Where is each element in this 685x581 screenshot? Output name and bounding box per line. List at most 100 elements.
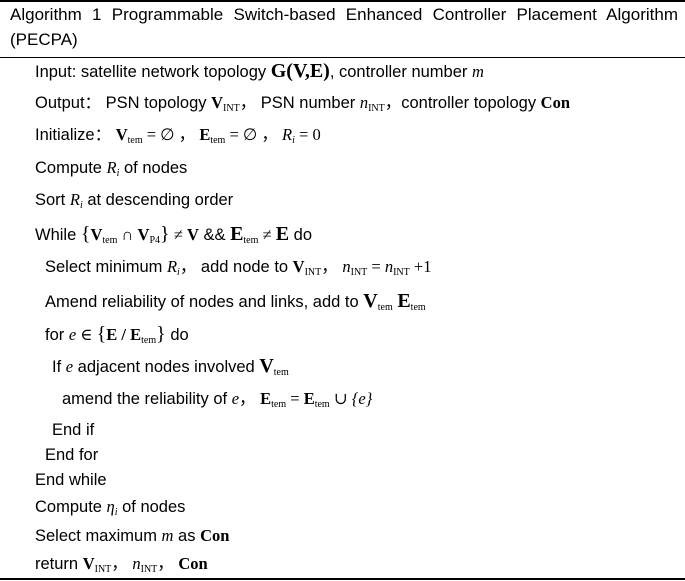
sort-prefix: Sort (35, 191, 70, 209)
init-e: E (199, 125, 211, 144)
amend-e-e2-sub: tem (314, 399, 330, 410)
select-min-n2: n (384, 257, 394, 276)
for-close-brace: } (156, 323, 166, 345)
compute-r-suffix: of nodes (119, 159, 188, 177)
title-rule (0, 57, 685, 58)
init-v-sub: tem (127, 135, 143, 146)
amend-e-e1: E (260, 389, 272, 408)
output-vint-sub: INT (223, 103, 240, 114)
return-prefix: return (35, 555, 83, 573)
amend-nodes-e: E (397, 290, 411, 312)
output-nint: n (359, 93, 369, 112)
return-n: n (132, 554, 141, 573)
amend-nodes-line: Amend reliability of nodes and links, ad… (45, 290, 426, 313)
select-min-eq: = (367, 257, 385, 276)
select-min-middle: ， add node to (179, 258, 293, 276)
for-e: e (68, 325, 77, 344)
return-line: return VINT， nINT， Con (35, 553, 208, 575)
output-vint: V (211, 93, 224, 112)
init-v-eq: = ∅ ， (142, 125, 200, 144)
select-min-prefix: Select minimum (45, 258, 167, 276)
init-r: R (282, 125, 293, 144)
if-keyword: If (52, 358, 66, 376)
end-if-line: End if (52, 421, 95, 439)
input-prefix: Input: satellite network topology (35, 63, 271, 81)
init-prefix: Initialize： (35, 126, 116, 144)
select-max-line: Select maximum m as Con (35, 525, 229, 547)
for-slash: / (117, 325, 131, 344)
compute-r-sub: i (116, 168, 120, 179)
input-var: m (471, 62, 484, 81)
initialize-line: Initialize： Vtem = ∅ ， Etem = ∅ ， Ri = 0 (35, 124, 321, 146)
compute-r-prefix: Compute (35, 159, 107, 177)
if-e: e (65, 357, 74, 376)
init-r-eq: = 0 (294, 125, 321, 144)
while-v1: V (90, 225, 103, 244)
compute-r-line: Compute Ri of nodes (35, 157, 187, 179)
select-min-n1-sub: INT (350, 267, 368, 278)
end-for-line: End for (45, 446, 99, 464)
amend-e-var: e (231, 389, 240, 408)
top-rule (0, 0, 685, 2)
compute-eta-var: η (106, 497, 115, 516)
output-prefix: Output： PSN topology (35, 94, 212, 112)
amend-nodes-v-sub: tem (377, 302, 393, 313)
while-v2: V (137, 225, 150, 244)
amend-e-e2: E (303, 389, 315, 408)
input-middle: , controller number (329, 63, 472, 81)
select-min-plus: +1 (409, 257, 432, 276)
output-sep2: ，controller topology (384, 94, 541, 112)
return-v: V (82, 554, 95, 573)
for-open-brace: { (96, 323, 107, 345)
for-line: for e ∈ {E / Etem} do (45, 323, 189, 346)
if-v: V (259, 355, 274, 377)
compute-r-var: R (106, 158, 117, 177)
while-v2-sub: P4 (149, 235, 161, 246)
while-v1-sub: tem (102, 235, 118, 246)
compute-eta-line: Compute ηi of nodes (35, 496, 185, 518)
output-line: Output： PSN topology VINT， PSN number nI… (35, 92, 570, 114)
for-etem-sub: tem (141, 335, 157, 346)
while-neq1: ≠ (169, 225, 187, 244)
sort-suffix: at descending order (82, 191, 234, 209)
amend-e-prefix: amend the reliability of (62, 390, 232, 408)
select-min-comma: ， (321, 258, 343, 276)
amend-nodes-v: V (363, 290, 378, 312)
select-min-n1: n (342, 257, 351, 276)
amend-nodes-prefix: Amend reliability of nodes and links, ad… (45, 293, 364, 311)
while-open-brace: { (80, 223, 91, 245)
compute-eta-prefix: Compute (35, 498, 107, 516)
select-max-con: Con (200, 526, 230, 545)
amend-nodes-e-sub: tem (410, 302, 426, 313)
if-line: If e adjacent nodes involved Vtem (52, 355, 289, 378)
for-in: ∈ (76, 325, 97, 344)
algorithm-title: Algorithm 1 Programmable Switch-based En… (10, 5, 678, 49)
for-big-e: E (106, 325, 118, 344)
sort-line: Sort Ri at descending order (35, 189, 233, 211)
select-min-r: R (166, 257, 178, 276)
amend-e-e1-sub: tem (271, 399, 287, 410)
compute-eta-sub: i (114, 507, 118, 518)
while-do: do (289, 226, 312, 244)
select-min-n2-sub: INT (393, 267, 410, 278)
while-neq2: ≠ (258, 225, 276, 244)
amend-e-comma: ， (239, 390, 261, 408)
init-e-eq: = ∅ ， (225, 125, 283, 144)
select-min-line: Select minimum Ri， add node to VINT， nIN… (45, 256, 431, 278)
return-comma2: ， (157, 555, 179, 573)
return-n-sub: INT (140, 564, 158, 575)
for-keyword: for (45, 326, 69, 344)
amend-e-set: {e} (351, 389, 373, 408)
while-e1-sub: tem (243, 235, 259, 246)
while-and: && (198, 226, 231, 244)
while-v3: V (186, 225, 199, 244)
init-r-sub: i (292, 135, 295, 146)
sort-var: R (69, 190, 80, 209)
select-min-r-sub: i (177, 267, 180, 278)
while-line: While {Vtem ∩ VP4} ≠ V && Etem ≠ E do (35, 223, 312, 246)
return-comma1: ， (111, 555, 133, 573)
return-v-sub: INT (94, 564, 112, 575)
init-e-sub: tem (210, 135, 226, 146)
output-nint-sub: INT (368, 103, 385, 114)
